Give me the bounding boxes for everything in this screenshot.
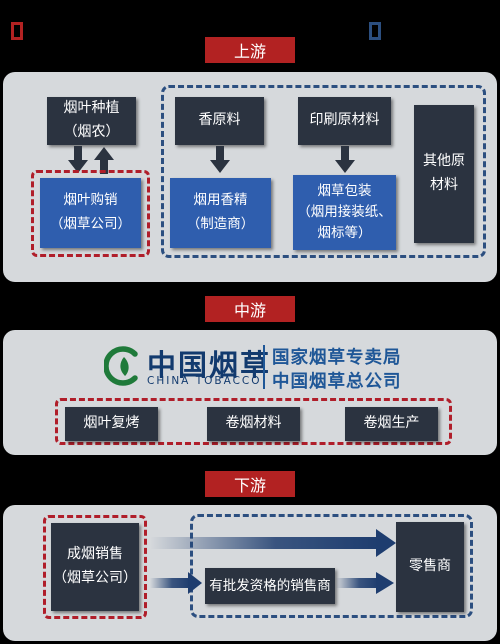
arrow-right-icon: [150, 529, 396, 557]
cigarette-production-box: 卷烟生产: [345, 407, 438, 441]
cigarette-production-label: 卷烟生产: [363, 415, 420, 432]
downstream-header: 下游: [205, 471, 295, 497]
logo-divider: [263, 345, 265, 389]
logo-chinese-text: 中国烟草: [147, 348, 272, 382]
arrow-right-icon: [150, 572, 202, 594]
legend-red-icon: [11, 22, 23, 40]
finished-sales-title: 成烟销售: [67, 546, 123, 563]
upstream-header: 上游: [205, 37, 295, 63]
leaf-purchase-subtitle: （烟草公司）: [50, 216, 131, 232]
flavor-essence-title: 烟用香精: [193, 192, 248, 209]
arrow-right-icon: [336, 572, 394, 594]
flavor-essence-box: 烟用香精 （制造商）: [170, 178, 271, 248]
printing-material-label: 印刷原材料: [309, 112, 380, 129]
licensed-wholesaler-label: 有批发资格的销售商: [209, 577, 331, 594]
midstream-header: 中游: [205, 296, 295, 322]
china-tobacco-logo-icon: [104, 346, 138, 386]
leaf-redrying-label: 烟叶复烤: [83, 415, 140, 432]
tobacco-planting-box: 烟叶种植 （烟农）: [47, 97, 136, 145]
arrow-down-icon: [210, 146, 230, 173]
arrow-down-icon: [68, 146, 88, 173]
flavor-raw-box: 香原料: [175, 97, 264, 145]
retailer-label: 零售商: [409, 558, 451, 575]
leaf-redrying-box: 烟叶复烤: [65, 407, 158, 441]
flavor-essence-subtitle: （制造商）: [186, 216, 255, 232]
tobacco-planting-title: 烟叶种植: [63, 100, 120, 117]
packaging-line2: （烟用接装纸、: [297, 204, 392, 221]
finished-sales-box: 成烟销售 （烟草公司）: [51, 523, 139, 611]
org-name-line1: 国家烟草专卖局: [272, 348, 402, 368]
downstream-channel-group: [190, 514, 473, 618]
flavor-raw-label: 香原料: [198, 112, 241, 129]
flavor-arrow: [210, 146, 230, 173]
cigarette-materials-label: 卷烟材料: [225, 415, 282, 432]
org-name-line2: 中国烟草总公司: [272, 372, 402, 392]
licensed-wholesaler-box: 有批发资格的销售商: [205, 568, 335, 604]
downstream-arrows: [150, 529, 396, 594]
arrow-down-icon: [335, 146, 355, 173]
logo-english-text: CHINA TOBACCO: [147, 375, 262, 387]
packaging-title: 烟草包装: [317, 183, 372, 200]
finished-sales-group: [43, 515, 147, 619]
leaf-purchase-group: [31, 170, 150, 257]
midstream-production-group: [55, 398, 452, 445]
arrow-up-icon: [94, 147, 114, 174]
tobacco-planting-subtitle: （烟农）: [63, 124, 120, 140]
other-raw-line2: 材料: [430, 177, 458, 193]
packaging-line3: 烟标等）: [317, 224, 372, 241]
printing-arrow: [335, 146, 355, 173]
leaf-purchase-box: 烟叶购销 （烟草公司）: [40, 178, 141, 248]
printing-material-box: 印刷原材料: [298, 97, 391, 145]
finished-sales-subtitle: （烟草公司）: [53, 570, 137, 586]
other-raw-box: 其他原 材料: [414, 105, 474, 243]
legend-blue-icon: [369, 22, 381, 40]
planting-purchase-arrows: [68, 146, 114, 174]
leaf-purchase-title: 烟叶购销: [63, 192, 118, 209]
upstream-supplier-group: [161, 85, 486, 258]
retailer-box: 零售商: [396, 522, 464, 612]
packaging-box: 烟草包装 （烟用接装纸、 烟标等）: [293, 175, 396, 250]
cigarette-materials-box: 卷烟材料: [207, 407, 300, 441]
other-raw-line1: 其他原: [423, 153, 465, 170]
